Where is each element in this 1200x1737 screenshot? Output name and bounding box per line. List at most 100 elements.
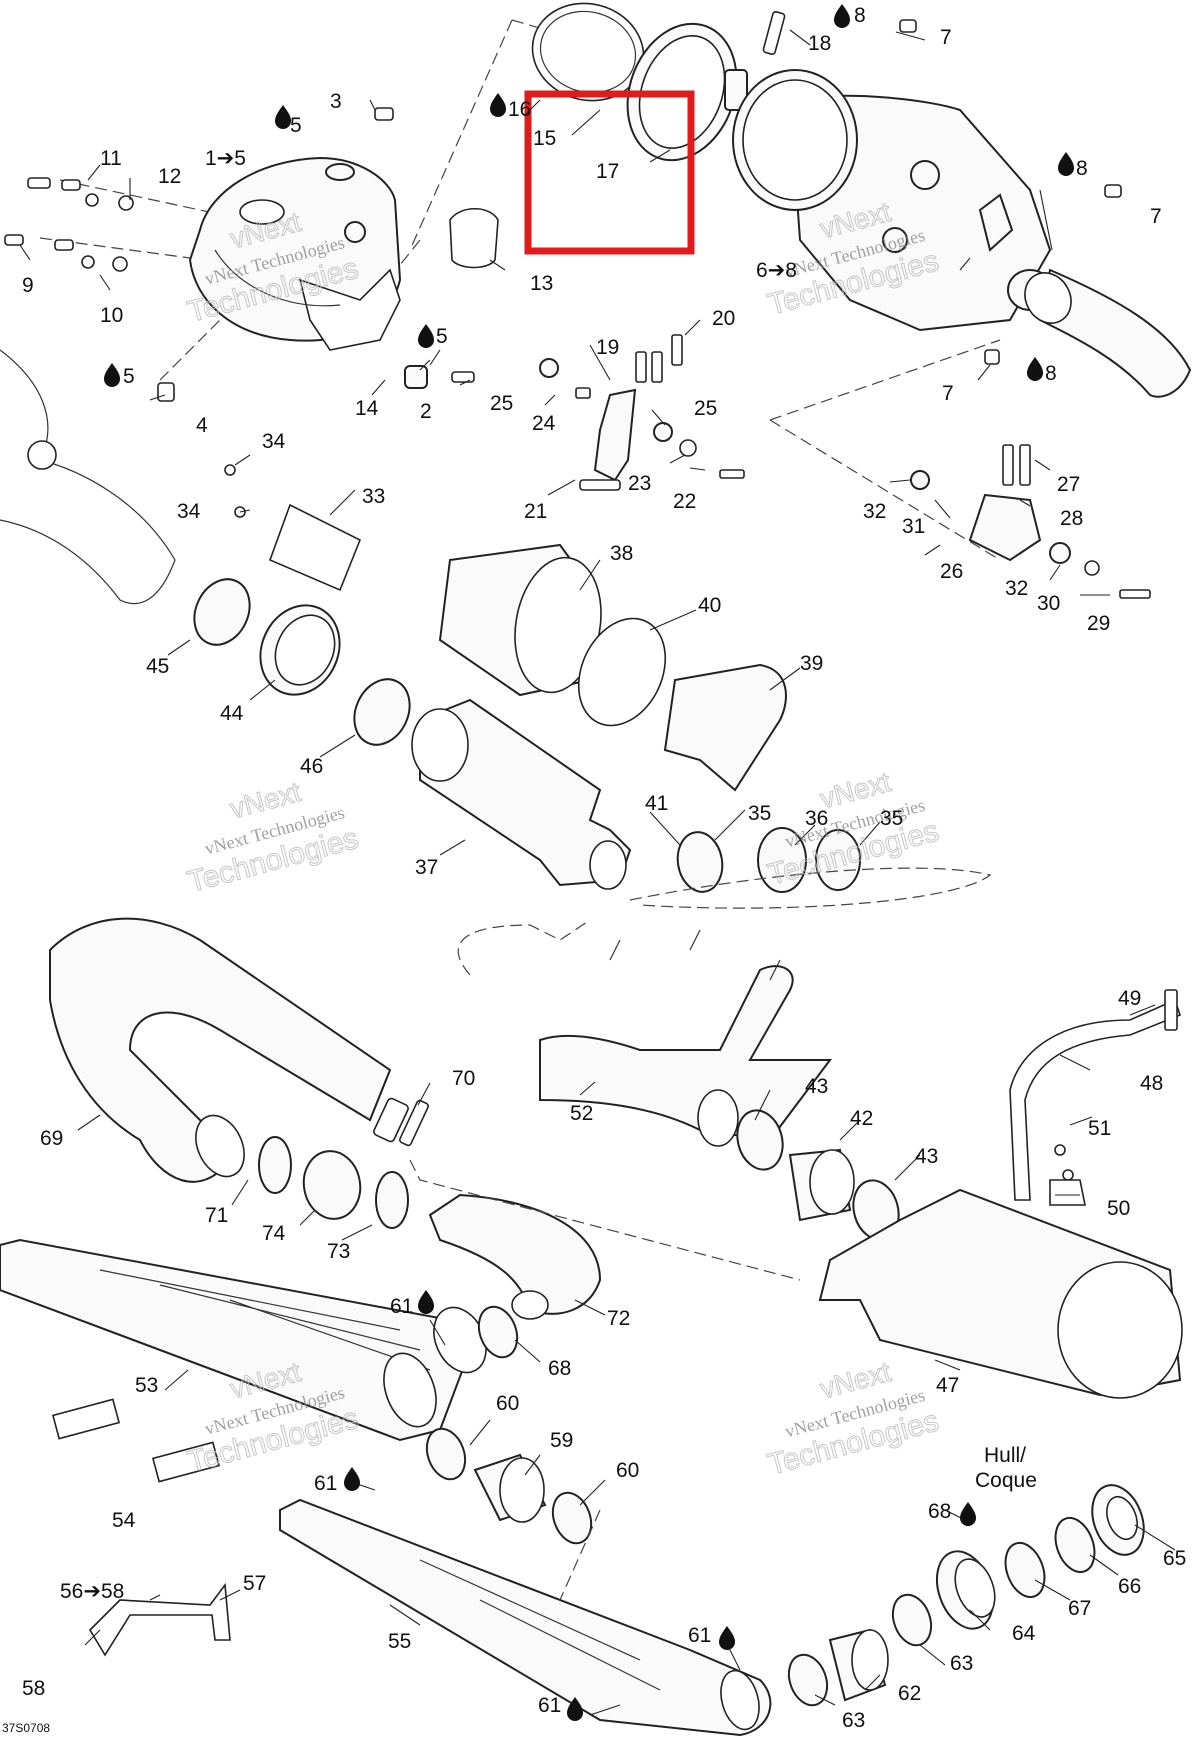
callout-31: 31 xyxy=(902,515,925,538)
callout-7: 7 xyxy=(1150,205,1162,228)
coupler-74 xyxy=(302,1150,362,1220)
callout-61: 61 xyxy=(538,1694,561,1717)
callout-7: 7 xyxy=(942,382,954,405)
small-fasteners xyxy=(4,19,1122,479)
clamp-63-upper xyxy=(891,1593,933,1647)
callout-30: 30 xyxy=(1037,592,1060,615)
callout-44: 44 xyxy=(220,702,244,725)
sleeve-62 xyxy=(828,1628,889,1702)
callout-61: 61 xyxy=(390,1295,413,1318)
callout-1-5: 1➔5 xyxy=(205,147,246,170)
gasket-13 xyxy=(449,208,499,269)
callout-63: 63 xyxy=(950,1652,973,1675)
clamp-60-upper xyxy=(425,1427,467,1481)
bracket-19 xyxy=(593,388,637,482)
callout-60: 60 xyxy=(496,1392,519,1415)
watermark: vNext vNext Technologies Technologies xyxy=(184,776,363,900)
callout-35: 35 xyxy=(880,807,903,830)
callout-60: 60 xyxy=(616,1459,639,1482)
tailpipe-53 xyxy=(0,1238,472,1442)
oil-drop-icon xyxy=(104,363,120,387)
oil-drop-icon xyxy=(418,1290,434,1314)
callout-50: 50 xyxy=(1107,1197,1130,1220)
callout-72: 72 xyxy=(607,1307,630,1330)
callout-20: 20 xyxy=(712,307,735,330)
clamp-68-upper xyxy=(477,1305,519,1359)
callout-69: 69 xyxy=(40,1127,63,1150)
callout-54: 54 xyxy=(112,1509,136,1532)
callout-68: 68 xyxy=(548,1357,571,1380)
callout-29: 29 xyxy=(1087,612,1110,635)
callout-65: 65 xyxy=(1163,1547,1186,1570)
oil-drop-icon xyxy=(1058,152,1074,176)
callout-55: 55 xyxy=(388,1630,411,1653)
callout-53: 53 xyxy=(135,1374,158,1397)
pad-54a xyxy=(51,1398,121,1440)
callout-49: 49 xyxy=(1118,987,1141,1010)
callout-labels: 18 8 7 3 5 16 15 17 11 1➔5 12 8 7 9 10 1… xyxy=(2,4,1186,1735)
watermark: vNext vNext Technologies Technologies xyxy=(764,766,943,893)
callout-7: 7 xyxy=(940,26,952,49)
callout-41: 41 xyxy=(645,792,668,815)
callout-47: 47 xyxy=(936,1374,959,1397)
exhaust-pipe-69 xyxy=(49,917,392,1183)
bend-72 xyxy=(428,1193,602,1315)
callout-56-58: 56➔58 xyxy=(60,1580,124,1603)
watermark: vNext vNext Technologies Technologies xyxy=(764,1356,943,1483)
strap-48 xyxy=(1009,989,1181,1206)
callout-33: 33 xyxy=(362,485,385,508)
coupler-59 xyxy=(473,1453,547,1523)
callout-32: 32 xyxy=(1005,577,1028,600)
callout-34: 34 xyxy=(262,430,286,453)
oil-drop-icons xyxy=(104,4,1074,1721)
muffler-37 xyxy=(419,698,632,887)
callout-19: 19 xyxy=(596,336,619,359)
oil-drop-icon xyxy=(344,1467,360,1491)
drawing-code: 37S0708 xyxy=(2,1721,50,1735)
callout-37: 37 xyxy=(415,856,438,879)
callout-2: 2 xyxy=(420,400,432,423)
callout-61: 61 xyxy=(688,1624,711,1647)
coupler-44 xyxy=(259,604,341,696)
heat-shield-38 xyxy=(438,543,602,697)
clamp-63-lower xyxy=(787,1653,829,1707)
oil-drop-icon xyxy=(1027,357,1043,381)
oil-drop-icon xyxy=(834,4,850,28)
clamp-73 xyxy=(375,1171,409,1229)
exhaust-manifold-1-5 xyxy=(188,156,402,351)
callout-46: 46 xyxy=(300,755,323,778)
oil-drop-icon xyxy=(490,93,506,117)
clamp-43-upper xyxy=(736,1109,784,1171)
callout-52: 52 xyxy=(570,1102,593,1125)
y-pipe-52 xyxy=(539,965,832,1142)
gasket-40 xyxy=(577,617,667,727)
hull-label-line1: Hull/ xyxy=(984,1444,1026,1467)
callout-15: 15 xyxy=(533,127,556,150)
clamp-71 xyxy=(258,1136,292,1194)
oil-drop-icon xyxy=(418,324,434,348)
muffler-body-6-8 xyxy=(732,69,1192,398)
callout-39: 39 xyxy=(800,652,823,675)
callout-61: 61 xyxy=(314,1472,337,1495)
clamp-60-lower xyxy=(551,1491,593,1545)
gasket-67 xyxy=(1004,1541,1046,1599)
heat-shield-39 xyxy=(663,663,787,792)
clamp-46 xyxy=(353,678,411,746)
callout-45: 45 xyxy=(146,655,169,678)
callout-67: 67 xyxy=(1068,1597,1091,1620)
callout-14: 14 xyxy=(355,397,379,420)
clamp-35 xyxy=(815,829,861,891)
bracket-56-58 xyxy=(88,1582,231,1657)
gasket-66 xyxy=(1054,1516,1096,1574)
callout-24: 24 xyxy=(532,412,556,435)
clamp-45 xyxy=(193,578,251,646)
callout-5: 5 xyxy=(290,114,302,137)
callout-16: 16 xyxy=(508,98,531,121)
pad-54b xyxy=(151,1441,221,1483)
bracket-26 xyxy=(910,444,1151,599)
sleeve-42 xyxy=(788,1148,855,1222)
callout-5: 5 xyxy=(436,325,448,348)
heat-shield-33 xyxy=(268,503,362,592)
callout-26: 26 xyxy=(940,560,963,583)
